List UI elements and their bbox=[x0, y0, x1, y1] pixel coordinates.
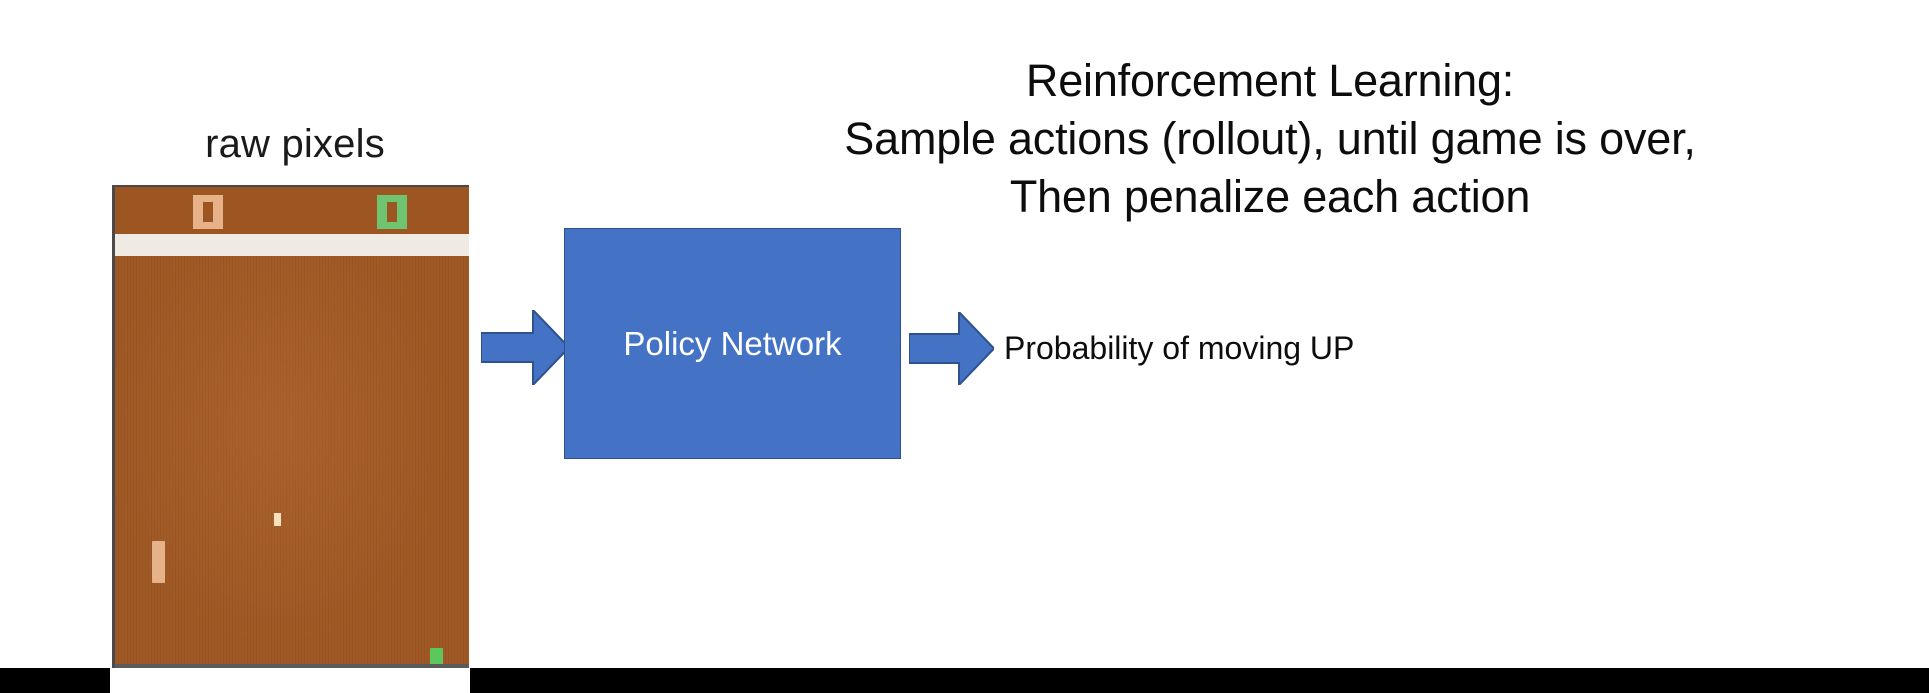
heading-line-3: Then penalize each action bbox=[1009, 171, 1531, 222]
score-digit-left bbox=[193, 195, 223, 229]
pong-playfield bbox=[115, 256, 469, 668]
policy-network-box: Policy Network bbox=[564, 228, 901, 459]
output-probability-label: Probability of moving UP bbox=[1004, 330, 1355, 366]
raw-pixels-caption: raw pixels bbox=[205, 122, 385, 166]
pong-paddle-right bbox=[430, 648, 443, 668]
heading-line-1: Reinforcement Learning: bbox=[1025, 55, 1515, 106]
pong-paddle-left bbox=[152, 541, 165, 583]
score-digit-right bbox=[377, 195, 407, 229]
pong-divider-band bbox=[115, 234, 469, 256]
input-arrow-icon bbox=[481, 310, 569, 385]
pong-ball bbox=[274, 513, 281, 526]
bottom-bar-left bbox=[0, 668, 110, 693]
pong-game-screenshot bbox=[112, 185, 469, 668]
pong-score-band bbox=[115, 187, 469, 234]
output-arrow-icon bbox=[909, 312, 994, 385]
heading-line-2: Sample actions (rollout), until game is … bbox=[844, 113, 1696, 164]
pong-bottom-edge bbox=[115, 664, 469, 668]
policy-network-label: Policy Network bbox=[623, 324, 842, 362]
bottom-bar-right bbox=[470, 668, 1929, 693]
heading-block: Reinforcement Learning: Sample actions (… bbox=[690, 52, 1850, 226]
